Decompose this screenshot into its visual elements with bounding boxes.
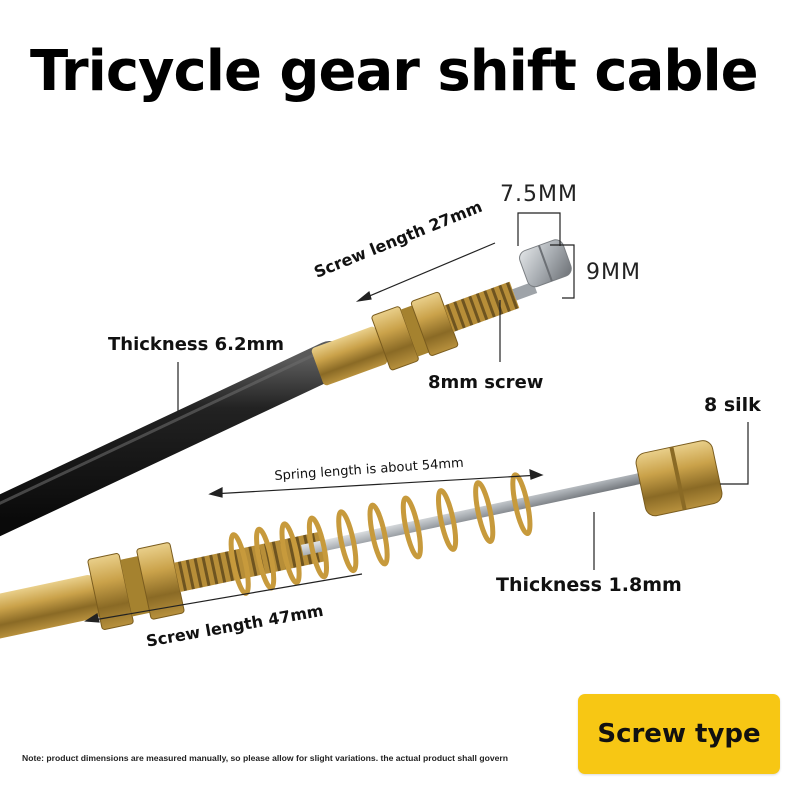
screw-type-badge: Screw type xyxy=(578,694,780,774)
ferrule xyxy=(311,326,388,386)
dimension-line xyxy=(211,474,541,495)
dimension-line xyxy=(359,242,496,301)
upper-cable-assembly xyxy=(0,239,572,537)
dimension-line xyxy=(87,573,363,622)
screw-8mm-label: 8mm screw xyxy=(428,372,544,393)
threaded-screw xyxy=(443,281,520,332)
dimension-line xyxy=(517,212,561,246)
thickness-6-2-label: Thickness 6.2mm xyxy=(108,334,285,355)
ferrule xyxy=(0,574,101,639)
page-title: Tricycle gear shift cable xyxy=(30,39,759,104)
dim-9-label: 9MM xyxy=(586,260,641,285)
dimension-line xyxy=(550,244,575,299)
lower-cable-assembly xyxy=(0,440,723,639)
dimension-line xyxy=(720,422,749,485)
silk-8-label: 8 silk xyxy=(704,394,761,416)
inner-wire xyxy=(301,467,666,556)
outer-cable xyxy=(0,341,349,537)
disclaimer-note: Note: product dimensions are measured ma… xyxy=(22,753,508,763)
badge-label: Screw type xyxy=(597,719,761,749)
thickness-1-8-label: Thickness 1.8mm xyxy=(496,574,682,596)
dim-7-5-label: 7.5MM xyxy=(500,182,578,207)
threaded-screw xyxy=(173,531,327,593)
